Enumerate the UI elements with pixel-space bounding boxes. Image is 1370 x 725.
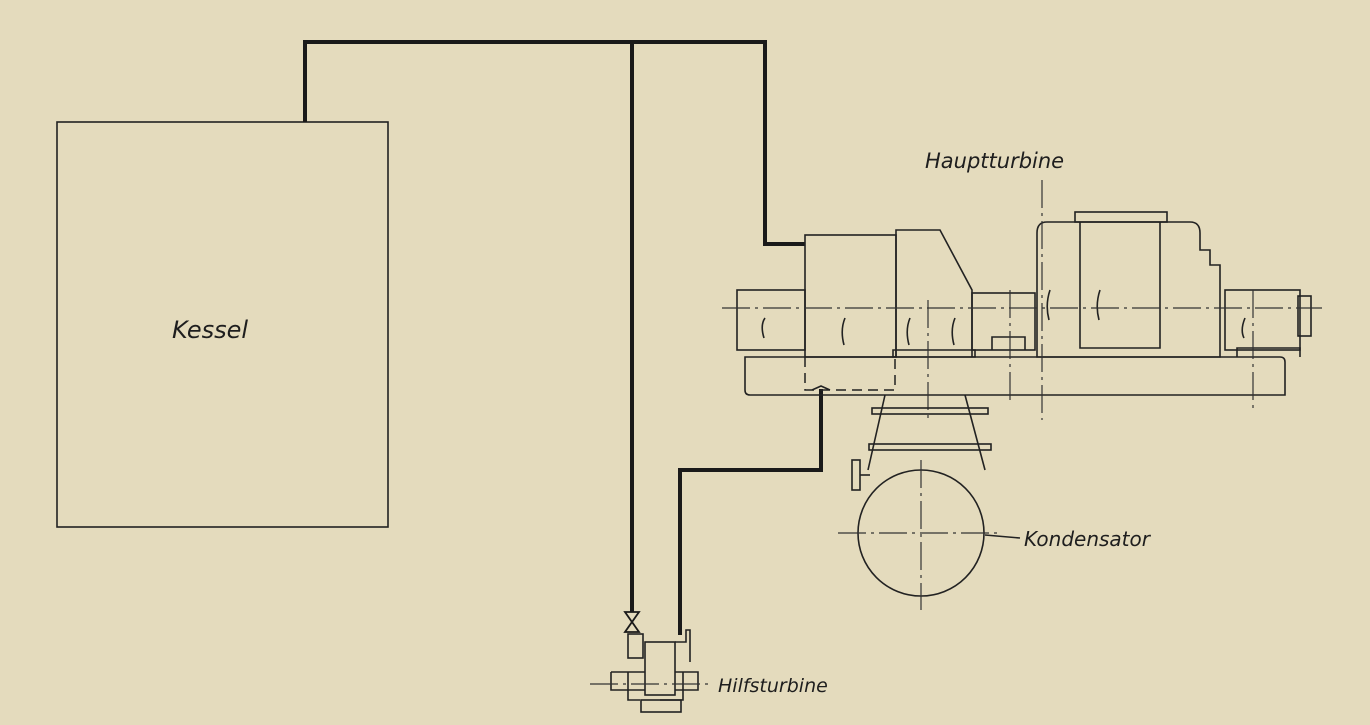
- aux-turbine: [590, 629, 712, 713]
- aux-turbine-label: Hilfsturbine: [718, 675, 828, 697]
- main-turbine: [722, 180, 1322, 420]
- condenser-label: Kondensator: [1024, 527, 1152, 551]
- live-steam-pipe: [303, 40, 805, 246]
- condenser: [838, 394, 1021, 610]
- main-turbine-label: Hauptturbine: [925, 149, 1064, 173]
- boiler-box: [56, 121, 389, 528]
- valve-icon: [623, 611, 641, 633]
- boiler-label: Kessel: [172, 316, 248, 344]
- exhaust-pipe: [678, 389, 823, 635]
